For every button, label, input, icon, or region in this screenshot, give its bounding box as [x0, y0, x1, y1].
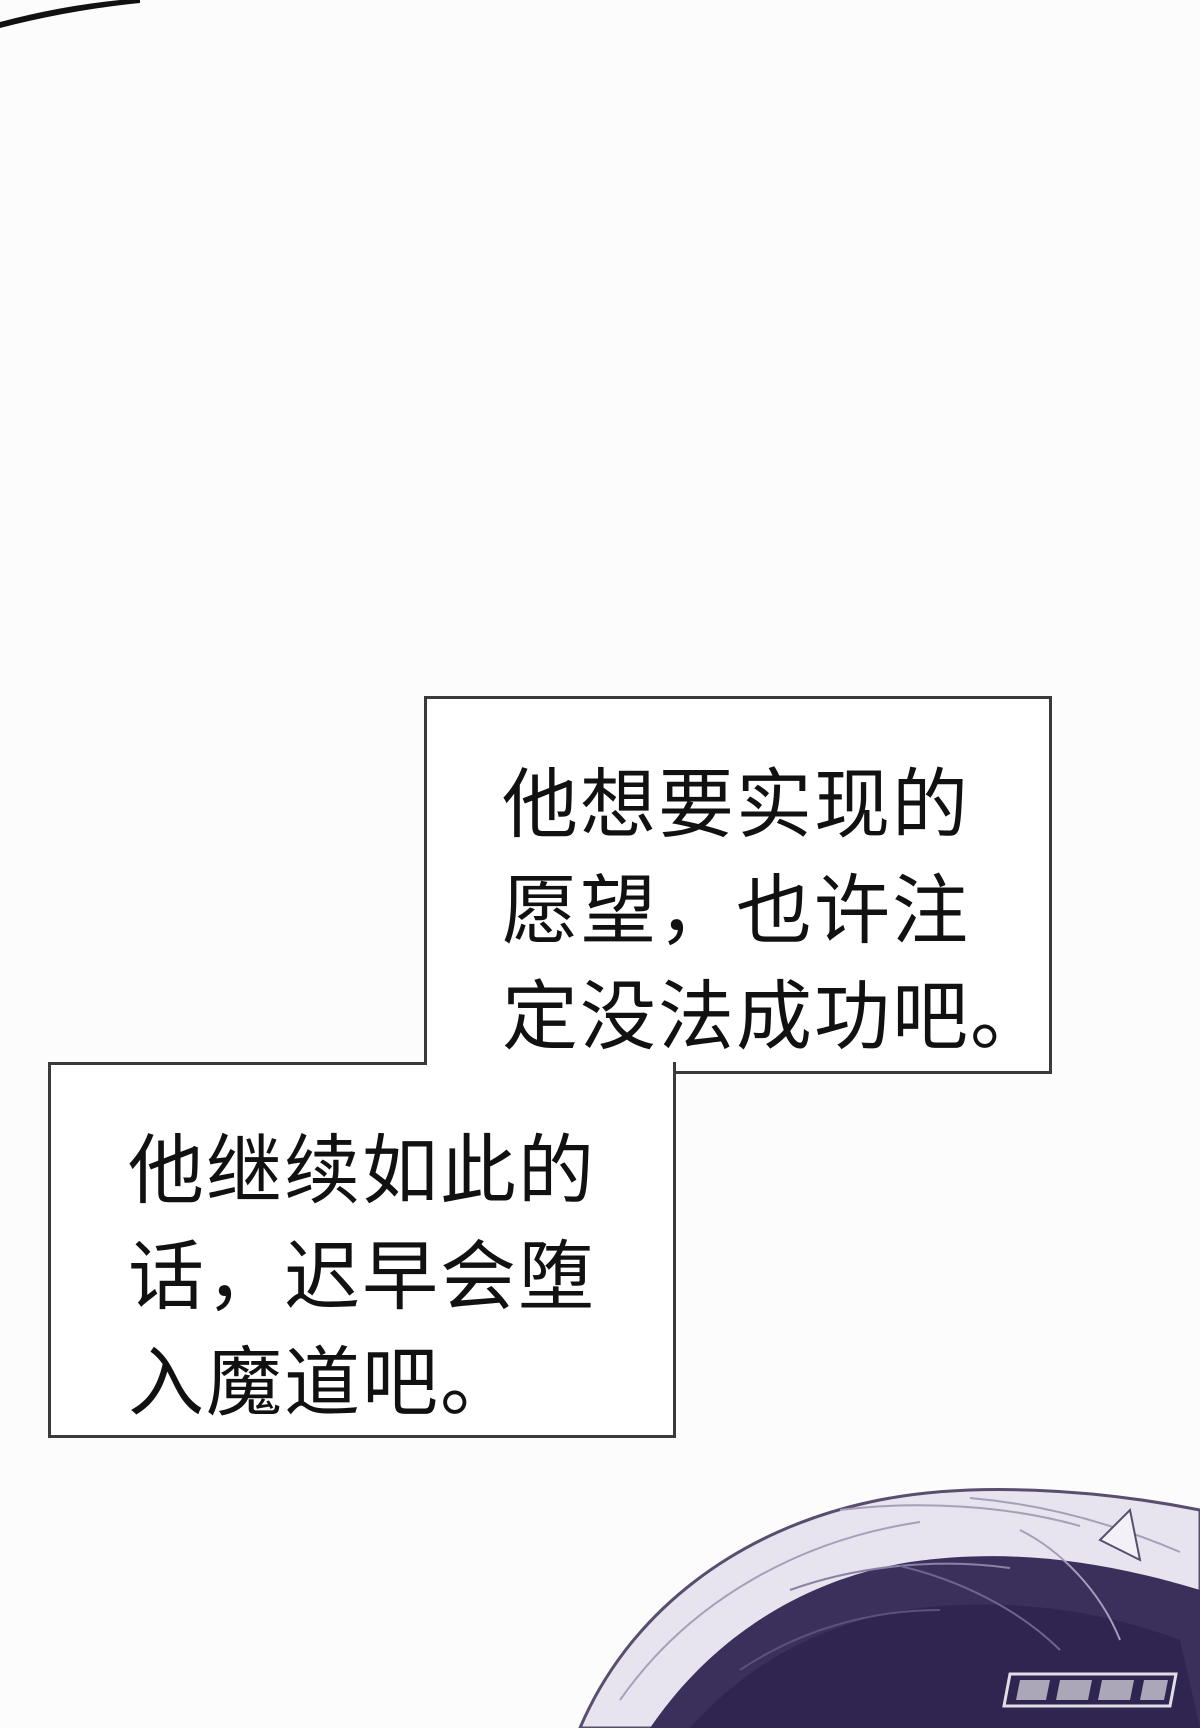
caption-text-lower: 他继续如此的 话，迟早会堕 入魔道吧。: [128, 1126, 596, 1427]
ink-stroke-decoration: [0, 0, 140, 28]
watermark-logo: [1002, 1672, 1178, 1708]
caption-box-upper: [424, 696, 1052, 1074]
caption-text-upper: 他想要实现的 愿望，也许注 定没法成功吧。: [502, 760, 1048, 1061]
caption-merge: [427, 1060, 673, 1068]
caption-box-lower: [48, 1062, 676, 1438]
